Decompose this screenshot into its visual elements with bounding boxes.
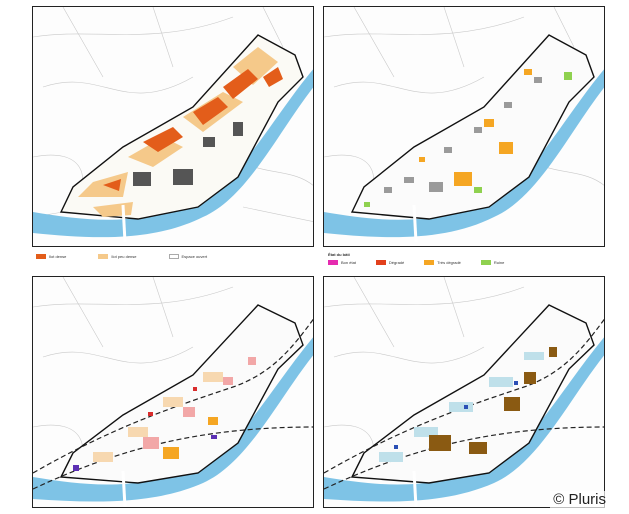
bridge [412, 204, 418, 243]
map-panel-density [32, 6, 314, 247]
purple-parcels [73, 435, 217, 471]
river [324, 69, 604, 238]
dense-blocks [103, 67, 283, 191]
legend-item-degraded: Dégradé [375, 260, 404, 265]
grey-buildings [384, 77, 542, 193]
large-buildings [133, 122, 243, 186]
orange-buildings [419, 69, 532, 186]
rail-lines [324, 318, 604, 490]
peach-parcels [93, 372, 223, 462]
legend-state-title: État du bâti [328, 252, 350, 257]
land-use-map [33, 277, 313, 507]
copyright-label: © Pluris [550, 491, 609, 508]
bridge [412, 470, 418, 507]
legend-item-good: Bon état [328, 260, 356, 265]
brown-buildings [429, 347, 557, 454]
legend-item-open: Espace ouvert [168, 254, 207, 259]
legend-density: Ilot dense Ilot peu dense Espace ouvert [36, 254, 207, 259]
bridge [121, 470, 127, 507]
density-map [33, 7, 313, 243]
map-panel-bottom-left [32, 276, 314, 508]
map-panel-building-state [323, 6, 605, 247]
heritage-map [324, 277, 604, 507]
legend-item-ruin: Ruine [480, 260, 504, 265]
red-parcels [148, 387, 197, 416]
river [33, 69, 313, 238]
swatch-open [168, 254, 179, 259]
legend-item-dense: Ilot dense [36, 254, 66, 259]
swatch-dense [36, 254, 46, 259]
building-state-map [324, 7, 604, 243]
green-buildings [364, 72, 572, 207]
rail-lines [33, 318, 313, 490]
swatch-very-degraded [424, 260, 435, 265]
map-panel-bottom-right [323, 276, 605, 508]
background-streets [33, 277, 234, 478]
river [324, 337, 604, 502]
swatch-degraded [375, 260, 386, 265]
legend-item-light: Ilot peu dense [98, 254, 137, 259]
pink-parcels [143, 357, 256, 449]
swatch-light [98, 254, 109, 259]
swatch-good [328, 260, 338, 265]
swatch-ruin [480, 260, 491, 265]
river [33, 337, 313, 502]
study-area-boundary [350, 34, 595, 220]
study-area-boundary [350, 304, 595, 484]
orange-parcels [163, 417, 218, 459]
legend-state: Bon état Dégradé Très dégradé Ruine [328, 260, 504, 265]
legend-item-very-degraded: Très dégradé [424, 260, 461, 265]
dark-blue-parcels [394, 381, 518, 449]
bridge [121, 204, 127, 243]
study-area-boundary [59, 304, 304, 484]
light-blue-parcels [379, 352, 544, 462]
